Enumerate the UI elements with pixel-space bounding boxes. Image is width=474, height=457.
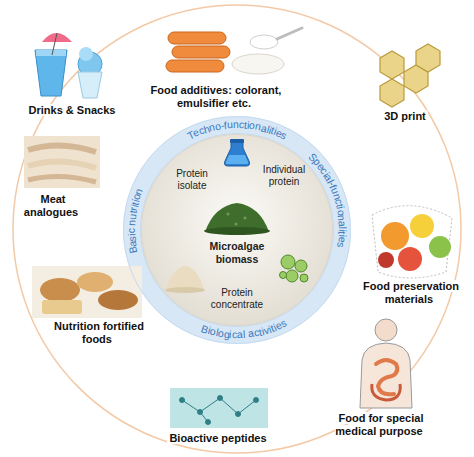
- ring-letter: l: [336, 227, 348, 230]
- application-label: Food preservation materials: [355, 280, 465, 305]
- label-text: Nutrition fortified foods: [52, 320, 144, 345]
- ring-letter: a: [237, 329, 243, 341]
- ring-letter: c: [126, 228, 138, 233]
- protein-label: Protein isolate: [164, 168, 220, 192]
- label-text: 3D print: [382, 110, 428, 122]
- ring-letter: n: [233, 119, 239, 131]
- application-label: 3D print: [365, 110, 445, 123]
- ring-letter: s: [335, 242, 347, 249]
- protein-label: Protein concentrate: [200, 287, 274, 311]
- ring-letter: i: [336, 229, 348, 231]
- label-text: Meat analogues: [24, 193, 80, 218]
- function-ring: Techno-functionalitiesSpecial-functional…: [123, 116, 351, 344]
- protein-label: Individual protein: [253, 164, 315, 188]
- ring-letter: g: [223, 328, 230, 340]
- biomass-circle: Protein isolate Individual proteinMicroal…: [141, 134, 333, 326]
- ring-letter: l: [242, 329, 245, 341]
- application-label: Bioactive peptides: [156, 432, 280, 445]
- ring-letter: n: [335, 215, 347, 222]
- application-label: Food for special medical purpose: [328, 412, 432, 437]
- application-label: Drinks & Snacks: [17, 104, 127, 117]
- core-title: Microalgae biomass: [195, 240, 279, 265]
- ring-letter: u: [227, 119, 234, 131]
- label-text: Food preservation materials: [361, 280, 459, 305]
- label-text: Food for special medical purpose: [335, 412, 424, 437]
- ring-letter: i: [126, 233, 138, 236]
- ring-letter: a: [336, 221, 348, 228]
- application-label: Nutrition fortified foods: [38, 320, 158, 345]
- ring-letter: s: [126, 235, 138, 241]
- label-text: Bioactive peptides: [167, 432, 268, 444]
- application-label: Meat analogues: [14, 193, 90, 218]
- ring-letter: c: [239, 119, 245, 131]
- ring-letter: c: [232, 329, 238, 341]
- label-text: Food additives: colorant, emulsifier etc…: [149, 84, 282, 109]
- label-text: Drinks & Snacks: [27, 104, 118, 116]
- ring-letter: t: [336, 231, 348, 234]
- application-label: Food additives: colorant, emulsifier etc…: [130, 84, 300, 109]
